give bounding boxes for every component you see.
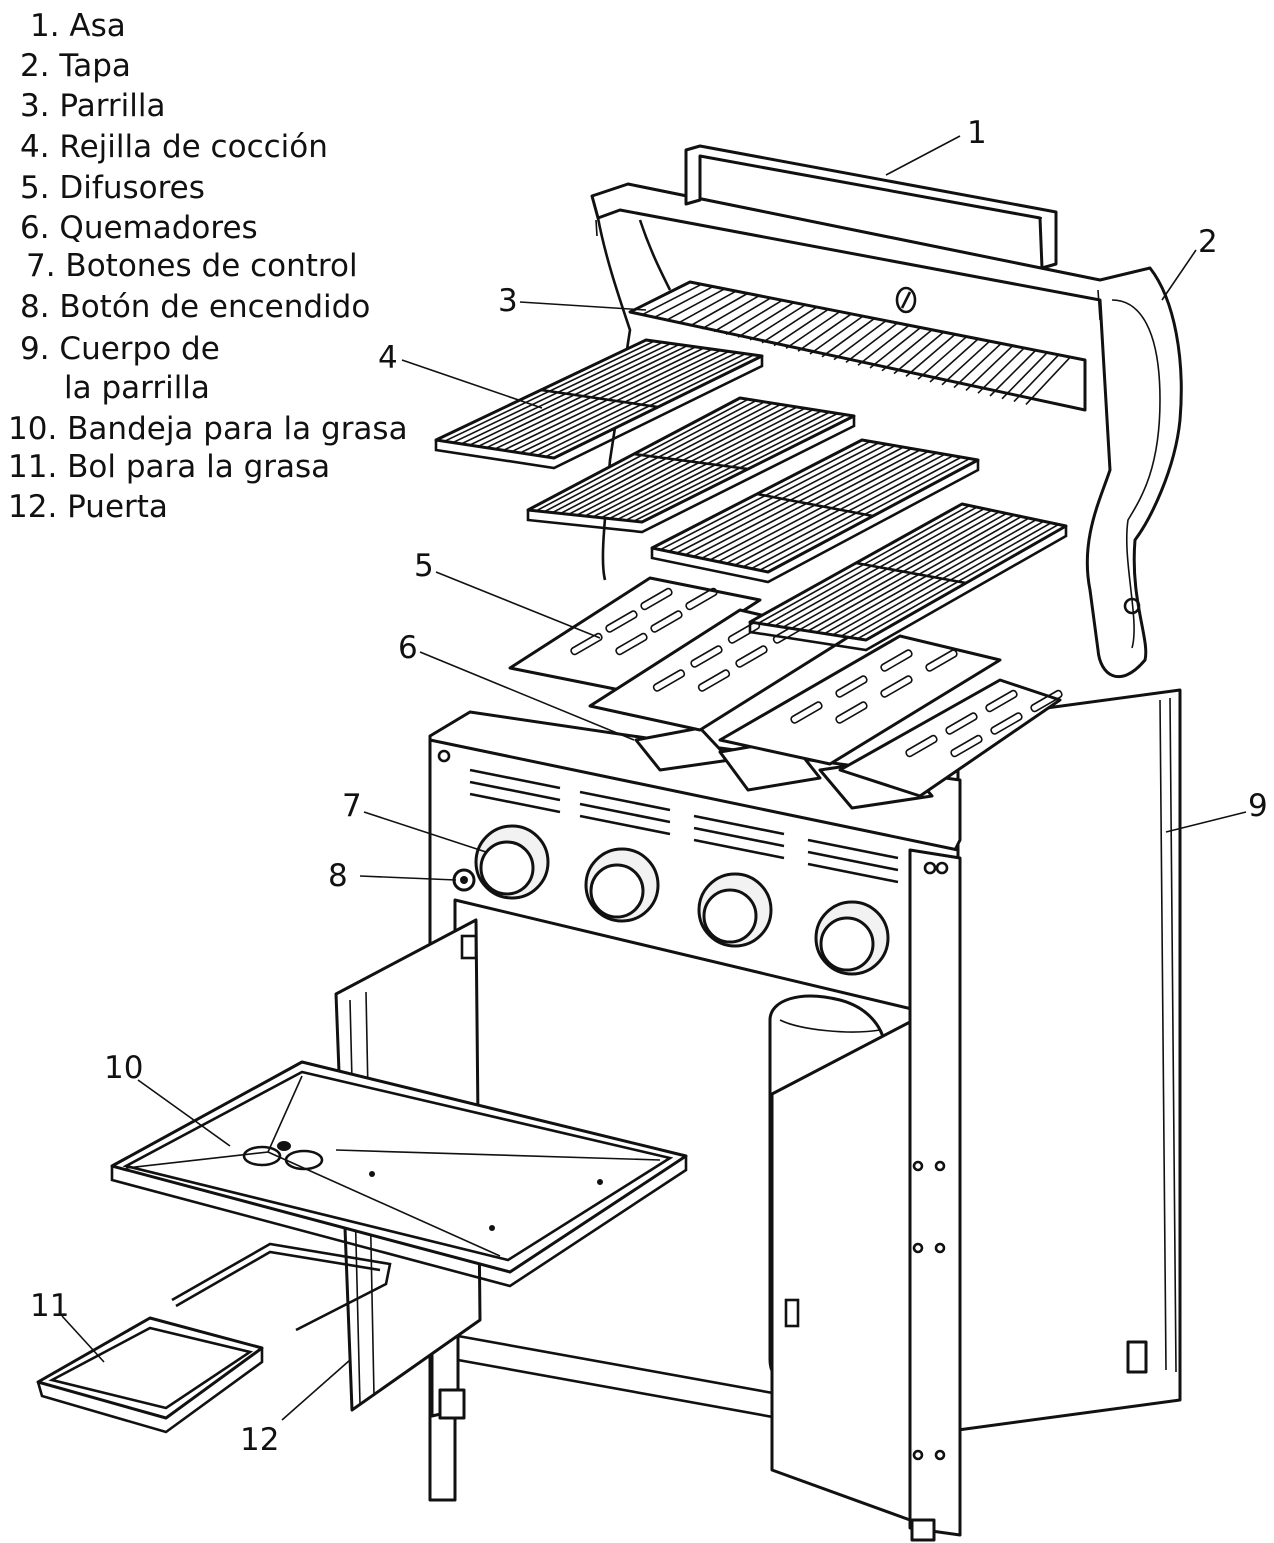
cooking-grate-4 <box>748 502 1068 652</box>
callout-numbers: 1 2 3 4 5 6 7 8 9 10 11 12 <box>30 115 1268 1458</box>
callout-3: 3 <box>498 283 518 319</box>
legend-item-3: 3. Parrilla <box>20 88 166 124</box>
control-knob-3 <box>697 872 773 948</box>
control-knob-1 <box>474 824 550 900</box>
grease-bowl-holder <box>171 1242 392 1332</box>
legend-item-10: 10. Bandeja para la grasa <box>8 411 408 447</box>
diffuser-1 <box>508 576 762 692</box>
callout-8: 8 <box>328 858 348 894</box>
warming-grate <box>628 280 1087 412</box>
control-knobs <box>474 824 890 976</box>
legend-item-11: 11. Bol para la grasa <box>8 449 331 485</box>
callout-7: 7 <box>342 788 362 824</box>
legend-item-1: 1. Asa <box>30 8 126 44</box>
cooking-grate-1 <box>434 338 764 470</box>
cooking-grate-3 <box>650 438 980 584</box>
lid <box>590 182 1183 679</box>
callout-12: 12 <box>240 1422 279 1458</box>
callout-11: 11 <box>30 1288 69 1324</box>
legend-item-4: 4. Rejilla de cocción <box>20 129 328 165</box>
diffuser-3 <box>718 634 1002 766</box>
callout-2: 2 <box>1198 224 1218 260</box>
cooking-grate-2 <box>526 396 856 534</box>
callout-5: 5 <box>414 548 434 584</box>
legend-item-7: 7. Botones de control <box>26 248 358 284</box>
legend-item-5: 5. Difusores <box>20 170 205 206</box>
grease-tray <box>110 1060 688 1288</box>
legend-item-6: 6. Quemadores <box>20 210 258 246</box>
cooking-grates <box>434 338 1068 652</box>
callout-10: 10 <box>104 1050 143 1086</box>
callout-9: 9 <box>1248 788 1268 824</box>
igniter-button <box>452 868 476 892</box>
legend-item-9a: 9. Cuerpo de <box>20 331 220 367</box>
handle <box>684 144 1058 270</box>
legend-item-8: 8. Botón de encendido <box>20 289 371 325</box>
legend-item-9b: la parrilla <box>64 370 210 406</box>
legend-item-12: 12. Puerta <box>8 489 168 525</box>
callout-4: 4 <box>378 340 398 376</box>
cabinet-door-right <box>770 1020 946 1522</box>
flame-diffusers <box>508 576 1063 798</box>
grease-bowl <box>36 1316 264 1434</box>
callout-6: 6 <box>398 630 418 666</box>
control-knob-4 <box>814 900 890 976</box>
legend-item-2: 2. Tapa <box>20 48 131 84</box>
diffuser-4 <box>838 678 1063 798</box>
callout-1: 1 <box>967 115 987 151</box>
callout-leaders <box>61 135 1247 1421</box>
control-knob-2 <box>584 847 660 923</box>
